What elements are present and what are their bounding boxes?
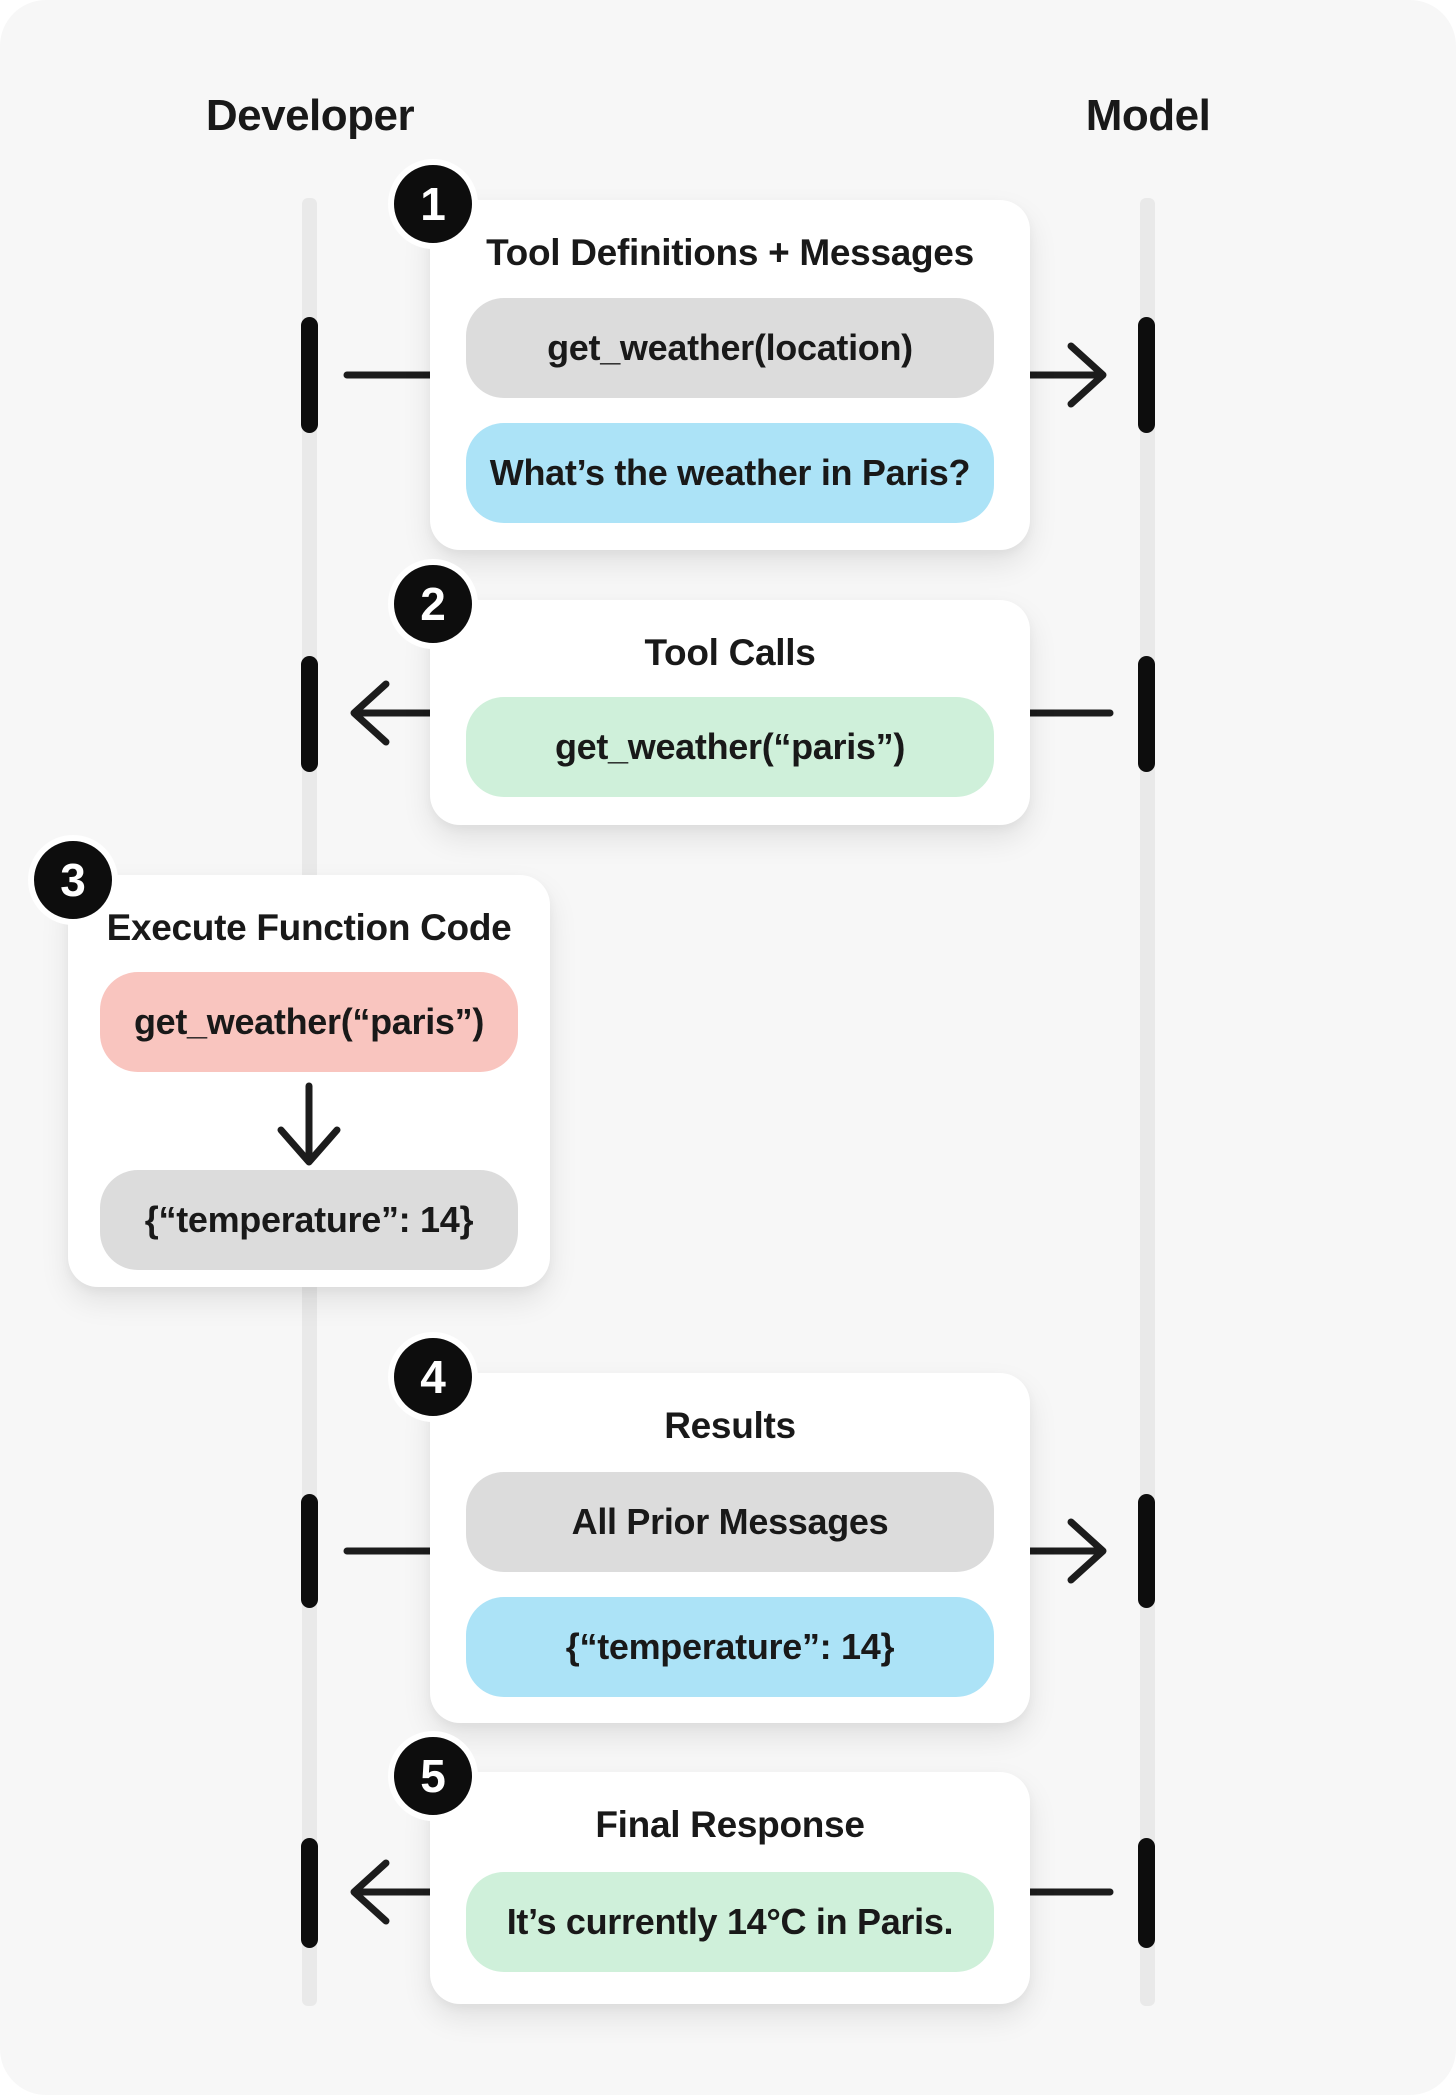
step4-number-badge: 4 xyxy=(388,1332,478,1422)
developer-activation-bar-step4 xyxy=(301,1494,318,1608)
developer-activation-bar-step5 xyxy=(301,1838,318,1948)
step3-title: Execute Function Code xyxy=(106,907,512,948)
step2-tool-call-pill: get_weather(“paris”) xyxy=(466,697,994,797)
step1-user-message-pill: What’s the weather in Paris? xyxy=(466,423,994,523)
model-activation-bar-step2 xyxy=(1138,656,1155,772)
step1-card: Tool Definitions + Messages get_weather(… xyxy=(430,200,1030,550)
step3-card: Execute Function Code get_weather(“paris… xyxy=(68,875,550,1287)
model-lifeline-label: Model xyxy=(1085,91,1211,140)
step1-title: Tool Definitions + Messages xyxy=(486,232,974,273)
step5-card: Final Response It’s currently 14°C in Pa… xyxy=(430,1772,1030,2004)
step1-tool-definition-pill: get_weather(location) xyxy=(466,298,994,398)
developer-lifeline-label: Developer xyxy=(205,91,415,140)
step5-number-badge: 5 xyxy=(388,1731,478,1821)
step2-card: Tool Calls get_weather(“paris”) xyxy=(430,600,1030,825)
step4-result-pill: {“temperature”: 14} xyxy=(466,1597,994,1697)
step1-number-badge: 1 xyxy=(388,159,478,249)
step4-prior-messages-pill: All Prior Messages xyxy=(466,1472,994,1572)
step4-card: Results All Prior Messages {“temperature… xyxy=(430,1373,1030,1723)
model-activation-bar-step5 xyxy=(1138,1838,1155,1948)
step3-function-call-pill: get_weather(“paris”) xyxy=(100,972,518,1072)
step5-title: Final Response xyxy=(595,1804,865,1845)
step2-number-badge: 2 xyxy=(388,559,478,649)
step3-function-result-pill: {“temperature”: 14} xyxy=(100,1170,518,1270)
developer-activation-bar-step1 xyxy=(301,317,318,433)
step2-title: Tool Calls xyxy=(644,632,816,673)
step5-final-response-pill: It’s currently 14°C in Paris. xyxy=(466,1872,994,1972)
model-activation-bar-step4 xyxy=(1138,1494,1155,1608)
step4-title: Results xyxy=(664,1405,796,1446)
step3-number-badge: 3 xyxy=(28,835,118,925)
model-activation-bar-step1 xyxy=(1138,317,1155,433)
model-lifeline xyxy=(1140,198,1155,2006)
developer-activation-bar-step2 xyxy=(301,656,318,772)
arrow-down-icon xyxy=(277,1082,341,1166)
